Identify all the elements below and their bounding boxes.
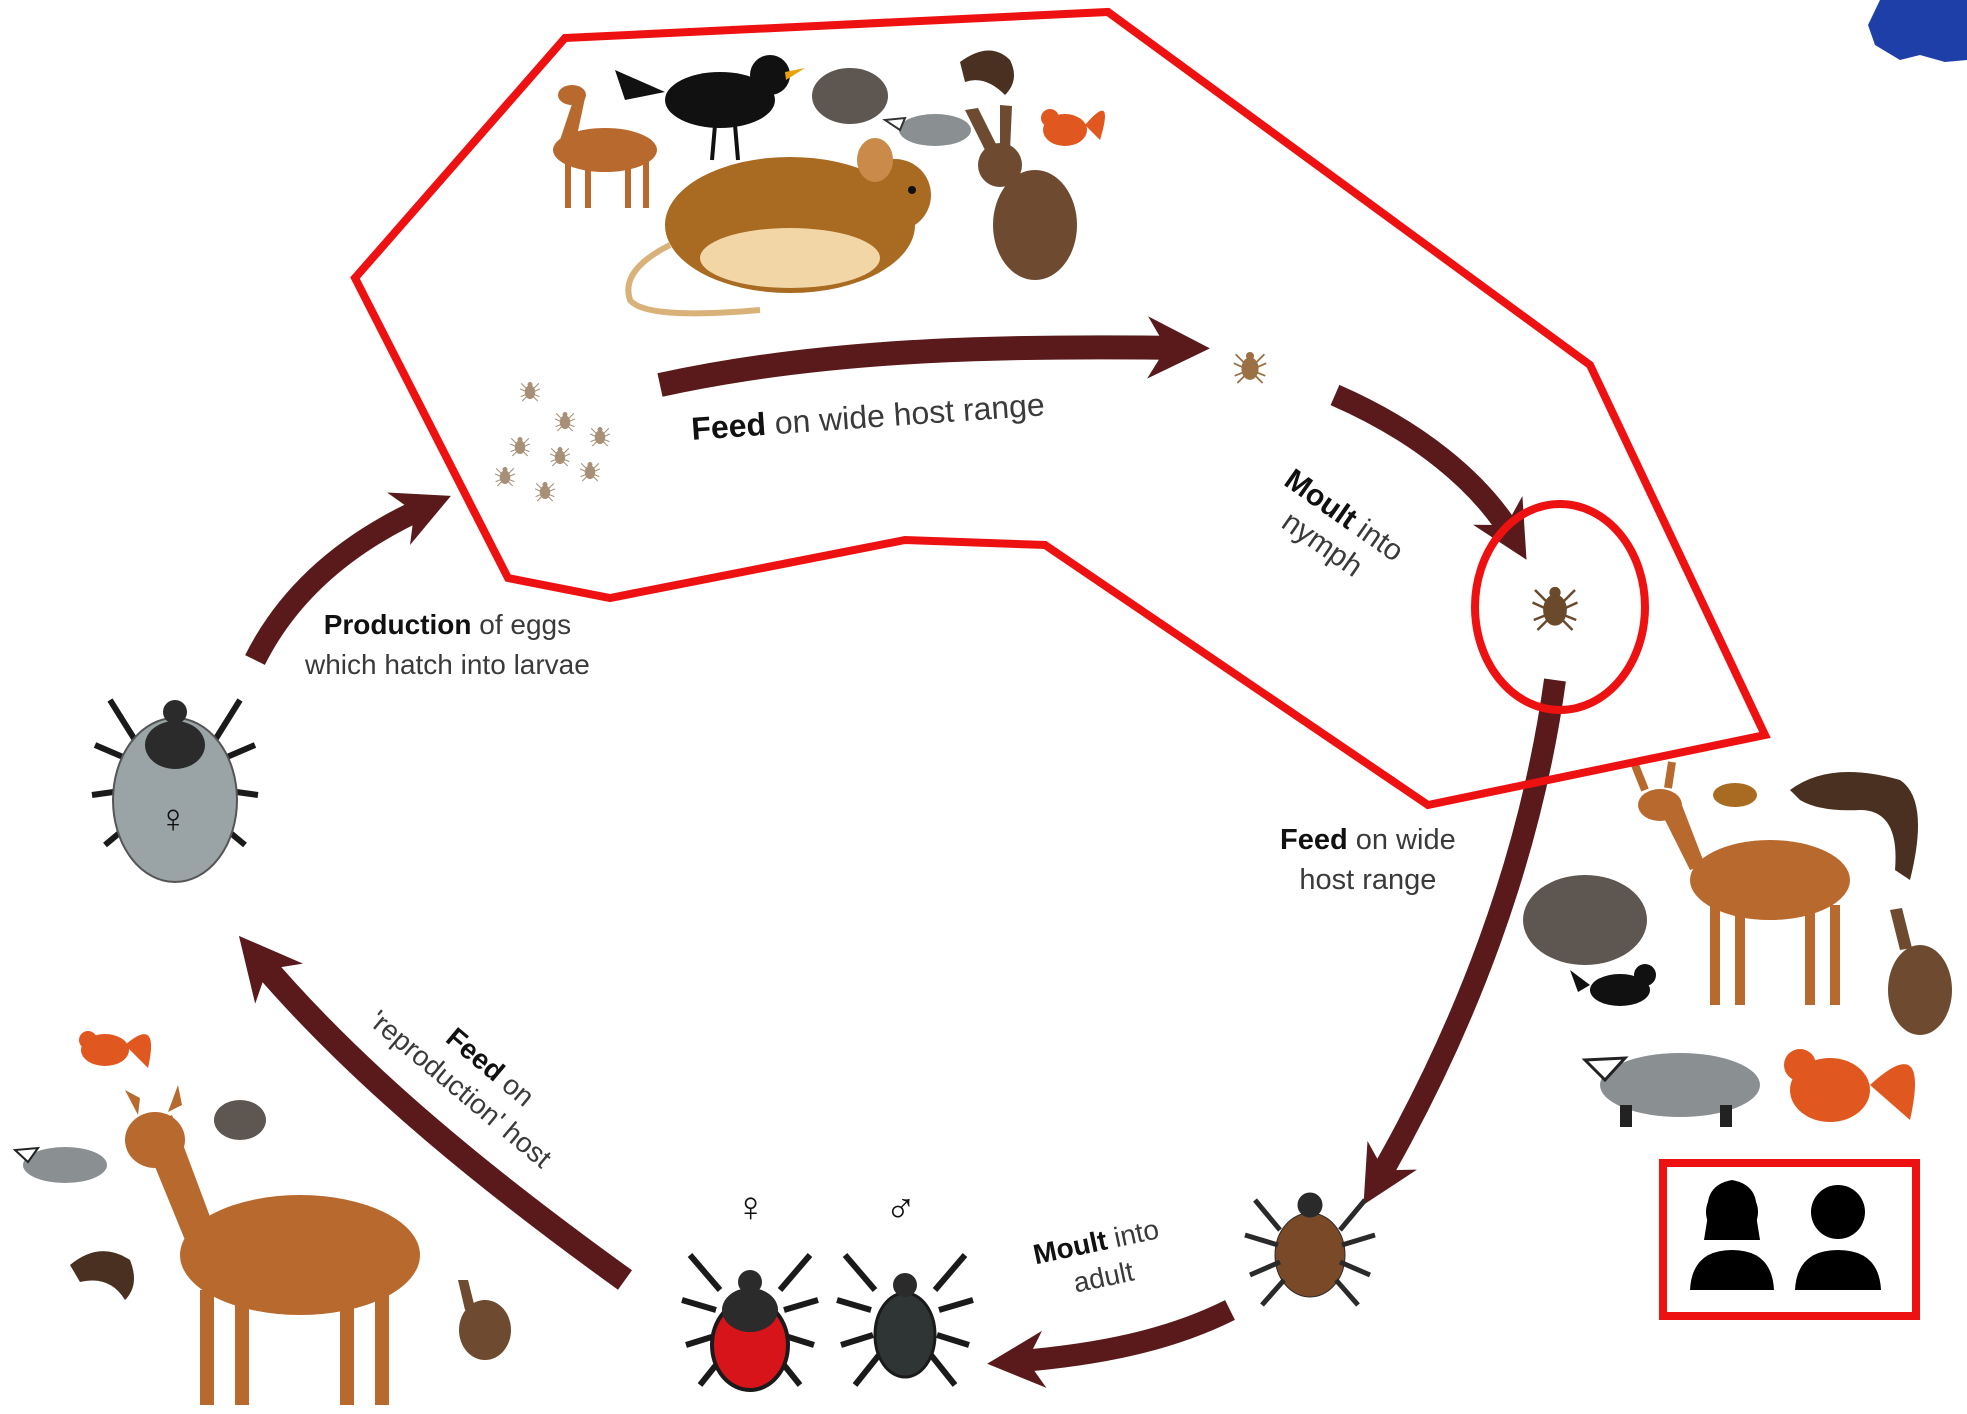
top-host-animals: [553, 50, 1105, 313]
engorged-female-tick-icon: [92, 700, 258, 882]
engorged-nymph-icon: [1245, 1193, 1375, 1305]
female-adult-tick-icon: [682, 1255, 818, 1390]
marten-icon: [70, 1251, 134, 1300]
highlight-humans-box: [1663, 1163, 1916, 1316]
hare-icon: [458, 1280, 511, 1360]
arrow-moult-adult: [1010, 1310, 1230, 1362]
nymph-icon: [1533, 588, 1578, 631]
squirrel-icon: [79, 1031, 151, 1068]
hedgehog-icon: [214, 1100, 266, 1140]
mouse-icon: [1713, 783, 1757, 807]
squirrel-icon: [1784, 1049, 1915, 1122]
label-moult-adult-rest1: into: [1103, 1213, 1161, 1254]
corner-logo-icon: [1868, 0, 1967, 62]
deer-icon: [553, 85, 657, 208]
mouse-icon: [628, 138, 931, 313]
label-feed-nymph-rest1: on wide: [1348, 824, 1456, 856]
badger-icon: [885, 114, 971, 146]
marten-icon: [960, 50, 1014, 95]
blackbird-icon: [1570, 964, 1656, 1006]
arrow-larva-feed: [660, 347, 1185, 385]
label-feed-nymph-rest2: host range: [1299, 864, 1436, 896]
hedgehog-icon: [1523, 875, 1647, 965]
male-symbol: ♂: [885, 1188, 917, 1226]
label-feed-nymph-bold: Feed: [1280, 824, 1348, 856]
badger-icon: [1585, 1053, 1760, 1127]
right-host-animals: [1523, 762, 1952, 1127]
badger-icon: [15, 1147, 107, 1183]
engorged-female-symbol: ♀: [158, 800, 188, 838]
label-feed-larvae-bold: Feed: [690, 406, 767, 447]
label-feed-nymph: Feed on wide host range: [1280, 820, 1456, 900]
humans-icon: [1690, 1180, 1881, 1290]
male-adult-tick-icon: [837, 1255, 973, 1385]
label-production-rest1: of eggs: [471, 609, 571, 640]
label-production-rest2: which hatch into larvae: [305, 649, 590, 680]
larvae-cluster-icon: [495, 382, 610, 501]
hedgehog-icon: [812, 68, 888, 124]
engorged-larva-icon: [1234, 352, 1266, 383]
female-symbol: ♀: [735, 1188, 767, 1226]
label-production: Production of eggs which hatch into larv…: [305, 605, 590, 685]
squirrel-icon: [1041, 109, 1105, 146]
deer-icon: [125, 1085, 420, 1405]
label-production-bold: Production: [324, 609, 472, 640]
hare-icon: [1888, 908, 1952, 1035]
